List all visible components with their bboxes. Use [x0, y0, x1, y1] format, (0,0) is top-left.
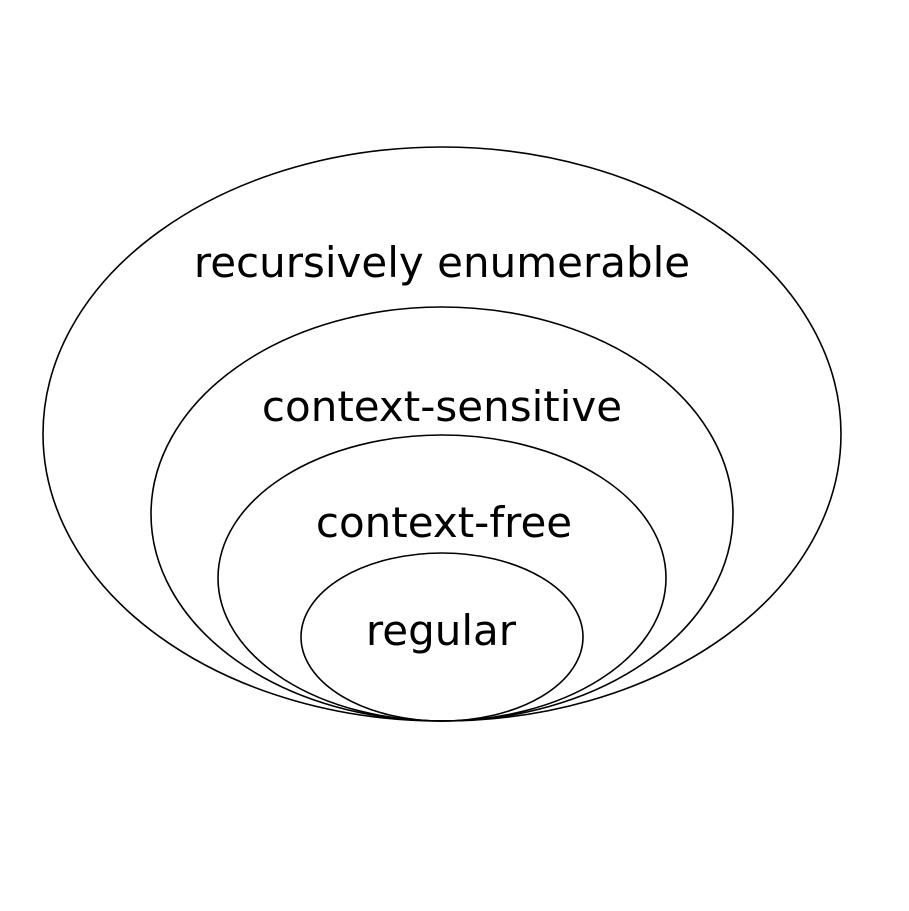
- context-sensitive-label: context-sensitive: [262, 382, 622, 431]
- recursively-enumerable-label: recursively enumerable: [194, 238, 690, 287]
- regular-label: regular: [366, 606, 517, 655]
- regular-ellipse: [300, 552, 584, 722]
- context-free-ellipse: [217, 434, 667, 722]
- context-free-label: context-free: [316, 498, 572, 547]
